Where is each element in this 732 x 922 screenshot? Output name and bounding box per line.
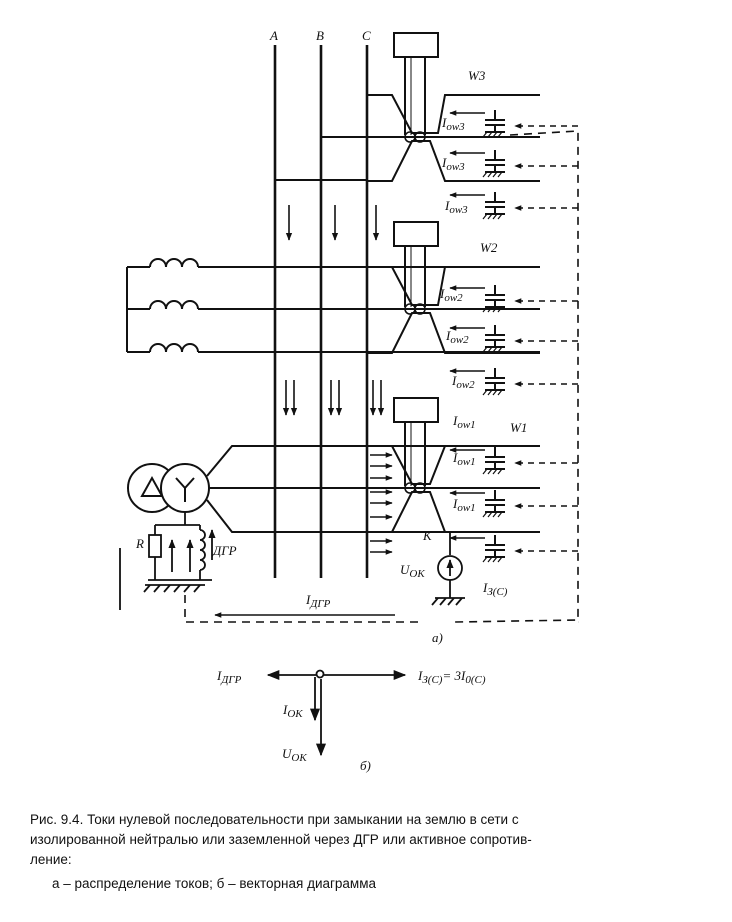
cap-hatch-w2-2-2: [492, 389, 498, 396]
bus-current-arrows: [282, 205, 385, 416]
cap-hatch-w3-0-2: [492, 131, 498, 138]
current-distribution-diagram: A B C W3 W2 W1 Iow3 Iow3 Iow3 Iow2 Iow2 …: [119, 28, 579, 773]
cap-hatch-w1-0-1: [487, 468, 493, 475]
cap-hatch-w3-1-1: [487, 171, 493, 178]
phase-a-label: A: [269, 28, 278, 43]
feeder-line-3-w3: [367, 140, 540, 182]
phase-c-label: C: [362, 28, 371, 43]
ground-hatch-left: [143, 584, 205, 593]
feeder-w1: [367, 397, 578, 563]
return-path-bottom: [184, 595, 420, 623]
cap-hatch-w3-2-1: [487, 213, 493, 220]
cap-hatch-w1-2-2: [492, 556, 498, 563]
breaker-box-w2: [393, 221, 439, 247]
cap-hatch-w1-2-0: [482, 556, 488, 563]
dgr-coil-label: ДГР: [211, 543, 237, 558]
part-a-label: а): [432, 630, 443, 645]
left-coils: [126, 258, 540, 353]
cap-hatch-w2-2-0: [482, 389, 488, 396]
i-ow3-label-2: Iow3: [441, 155, 465, 173]
fault-current-arrows: [370, 452, 393, 555]
cap-hatch-w2-2-3: [497, 389, 503, 396]
caption-line-2: изолированной нейтралью или заземленной …: [30, 832, 532, 847]
breaker-box-w3: [393, 32, 439, 58]
i-ow1-label-3: Iow1: [452, 496, 476, 514]
feeder-line-1-w3: [367, 94, 540, 134]
vec-i-ok-label: IОК: [282, 702, 303, 720]
i-ow1-label-1: Iow1: [452, 413, 476, 431]
i-ow2-label-3: Iow2: [451, 373, 475, 391]
cap-hatch-w3-1-2: [492, 171, 498, 178]
breaker-box-w1: [393, 397, 439, 423]
neutral-grounding: [119, 512, 216, 610]
i-ow1-label-2: Iow1: [452, 450, 476, 468]
cap-hatch-w1-0-2: [492, 468, 498, 475]
cap-hatch-w3-2-0: [482, 213, 488, 220]
cap-hatch-w3-0-0: [482, 131, 488, 138]
cap-hatch-w3-2-3: [497, 213, 503, 220]
caption-line-1: Рис. 9.4. Токи нулевой последовательност…: [30, 812, 519, 827]
vector-diagram: [266, 669, 407, 757]
i-dgr-label: IДГР: [305, 592, 331, 610]
caption-line-3: ление:: [30, 852, 72, 867]
u-ok-label: UОК: [400, 562, 425, 580]
phase-b-label: B: [316, 28, 324, 43]
bus-bars: [273, 45, 369, 578]
feeder-current-labels: Iow3 Iow3 Iow3 Iow2 Iow2 Iow2 Iow1 Iow1 …: [439, 115, 476, 514]
cap-hatch-w1-1-0: [482, 511, 488, 518]
return-path-right: [454, 130, 579, 623]
ct-ring-2-w3: [414, 131, 426, 143]
feeder-w1-label: W1: [510, 420, 527, 435]
caption-line-4: а – распределение токов; б – векторная д…: [52, 876, 377, 891]
i-ow2-label-2: Iow2: [445, 328, 469, 346]
i-ow3-label-1: Iow3: [441, 115, 465, 133]
vec-i-fault-label: IЗ(С)= 3I0(С): [417, 668, 486, 686]
feeders: [275, 32, 578, 563]
feeder-w3-label: W3: [468, 68, 486, 83]
feeder-w3: [275, 32, 578, 220]
cap-hatch-w1-1-3: [497, 511, 503, 518]
cap-hatch-w3-2-2: [492, 213, 498, 220]
feeder-line-3-w2: [367, 312, 540, 354]
cap-hatch-w1-2-3: [497, 556, 503, 563]
cap-hatch-w1-2-1: [487, 556, 493, 563]
part-b-label: б): [360, 758, 371, 773]
cap-hatch-w1-0-3: [497, 468, 503, 475]
fault-source: [431, 532, 465, 606]
cap-hatch-w1-1-1: [487, 511, 493, 518]
cap-hatch-w2-2-1: [487, 389, 493, 396]
resistor-label: R: [135, 536, 144, 551]
cap-hatch-w1-0-0: [482, 468, 488, 475]
i-ow2-label-1: Iow2: [439, 286, 463, 304]
transformer-icon: [127, 445, 540, 533]
cap-hatch-w1-1-2: [492, 511, 498, 518]
i-ow3-label-3: Iow3: [444, 198, 468, 216]
cap-hatch-w3-1-3: [497, 171, 503, 178]
fault-point-label: K: [422, 528, 433, 543]
vec-u-ok-label: UОК: [282, 746, 307, 764]
cap-hatch-w3-0-3: [497, 131, 503, 138]
cap-hatch-w3-0-1: [487, 131, 493, 138]
vec-i-dgr-label: IДГР: [216, 668, 242, 686]
feeder-w2-label: W2: [480, 240, 498, 255]
i-fault-label: IЗ(С): [482, 580, 508, 598]
cap-hatch-w3-1-0: [482, 171, 488, 178]
